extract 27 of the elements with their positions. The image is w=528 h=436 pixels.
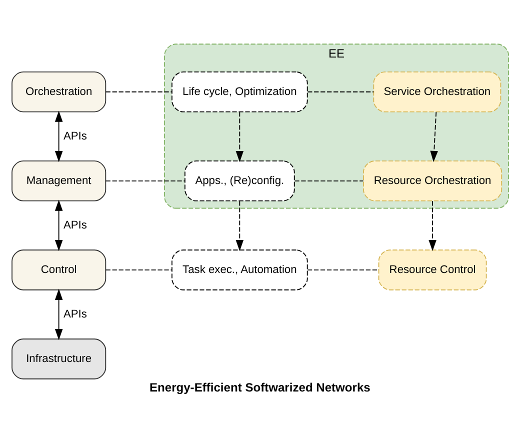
arrow — [54, 200, 63, 252]
node-box: Orchestration — [12, 71, 106, 112]
arrow — [236, 200, 244, 252]
connector — [294, 180, 364, 182]
connector — [105, 180, 186, 182]
node-box: Task exec., Automation — [172, 250, 308, 290]
connector — [105, 91, 172, 92]
node-box: Resource Orchestration — [363, 160, 502, 202]
node-box: Resource Control — [378, 250, 487, 290]
edge-label: APIs — [63, 308, 87, 320]
connector — [307, 91, 374, 92]
node-box: Life cycle, Optimization — [172, 71, 308, 112]
node-box: Control — [12, 250, 106, 290]
connector — [105, 269, 172, 270]
node-box: Infrastructure — [12, 338, 106, 380]
caption: Energy-Efficient Softwarized Networks — [149, 380, 370, 394]
arrow — [54, 288, 63, 340]
connector — [307, 269, 380, 270]
arrow — [428, 200, 436, 252]
arrow — [54, 110, 63, 162]
edge-label: APIs — [63, 219, 87, 232]
node-box: Apps., (Re)config. — [184, 160, 295, 202]
edge-label: APIs — [63, 130, 87, 142]
arrow — [236, 112, 244, 162]
arrow — [430, 112, 438, 162]
node-box: Management — [12, 160, 106, 202]
node-box: Service Orchestration — [373, 71, 502, 112]
